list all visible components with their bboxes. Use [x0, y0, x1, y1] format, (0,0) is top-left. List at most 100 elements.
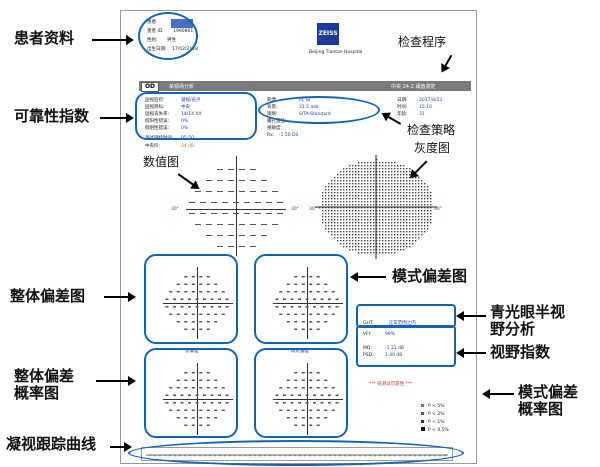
- grayscale-cell: [418, 234, 420, 236]
- deviation-cell: [203, 402, 206, 404]
- grayscale-cell: [403, 204, 405, 206]
- grayscale-cell: [361, 213, 363, 215]
- grayscale-cell: [373, 210, 375, 212]
- grayscale-cell: [373, 180, 375, 182]
- grayscale-cell: [412, 240, 414, 242]
- grayscale-cell: [331, 186, 333, 188]
- grayscale-cell: [331, 192, 333, 194]
- deviation-cell: [316, 291, 320, 293]
- grayscale-cell: [424, 225, 426, 227]
- grayscale-cell: [364, 240, 366, 242]
- reliability-ring: [135, 92, 257, 140]
- grayscale-cell: [385, 201, 387, 203]
- grayscale-cell: [364, 195, 366, 197]
- deviation-cell: [206, 276, 210, 278]
- grayscale-cell: [409, 231, 411, 233]
- grayscale-cell: [421, 198, 423, 200]
- grayscale-cell: [331, 228, 333, 230]
- grayscale-cell: [334, 219, 336, 221]
- grayscale-cell: [337, 201, 339, 203]
- grayscale-cell: [355, 192, 357, 194]
- grayscale-cell: [406, 228, 408, 230]
- grayscale-cell: [370, 216, 372, 218]
- grayscale-cell: [358, 195, 360, 197]
- callout-patient-info: 患者资料: [14, 29, 75, 47]
- grayscale-cell: [358, 186, 360, 188]
- numeric-map-cell: [216, 234, 223, 236]
- grayscale-cell: [385, 198, 387, 200]
- grayscale-cell: [427, 222, 429, 224]
- grayscale-cell: [361, 192, 363, 194]
- grayscale-cell: [337, 186, 339, 188]
- grayscale-cell: [370, 252, 372, 254]
- deviation-cell: [180, 306, 184, 308]
- deviation-cell: [176, 283, 180, 285]
- grayscale-cell: [325, 219, 327, 221]
- grayscale-cell: [412, 195, 414, 197]
- numeric-map-cell: [222, 201, 228, 203]
- grayscale-cell: [394, 198, 396, 200]
- grayscale-cell: [415, 207, 417, 209]
- grayscale-cell: [373, 207, 375, 209]
- grayscale-cell: [391, 180, 393, 182]
- grayscale-cell: [397, 198, 399, 200]
- grayscale-cell: [382, 243, 384, 245]
- grayscale-map: 30° 30°: [301, 151, 451, 261]
- grayscale-cell: [382, 234, 384, 236]
- grayscale-cell: [385, 216, 387, 218]
- grayscale-cell: [358, 252, 360, 254]
- deviation-cell: [169, 313, 173, 315]
- grayscale-cell: [400, 237, 402, 239]
- grayscale-cell: [355, 180, 357, 182]
- grayscale-cell: [376, 159, 378, 161]
- numeric-map-cell: [249, 179, 256, 181]
- deviation-cell: [275, 402, 279, 404]
- deviation-cell: [199, 409, 203, 411]
- grayscale-cell: [424, 219, 426, 221]
- deviation-cell: [324, 313, 328, 315]
- grayscale-cell: [385, 231, 387, 233]
- grayscale-cell: [325, 186, 327, 188]
- grayscale-cell: [349, 243, 351, 245]
- grayscale-cell: [421, 207, 423, 209]
- grayscale-cell: [391, 210, 393, 212]
- grayscale-cell: [352, 222, 354, 224]
- grayscale-cell: [406, 204, 408, 206]
- grayscale-cell: [403, 219, 405, 221]
- deviation-cell: [206, 321, 210, 323]
- grayscale-cell: [352, 192, 354, 194]
- grayscale-cell: [403, 243, 405, 245]
- grayscale-cell: [364, 210, 366, 212]
- grayscale-cell: [355, 231, 357, 233]
- grayscale-cell: [373, 228, 375, 230]
- numeric-map-cell: [260, 179, 267, 181]
- deviation-cell: [283, 306, 286, 308]
- deviation-cell: [298, 306, 301, 308]
- grayscale-cell: [346, 243, 348, 245]
- grayscale-cell: [370, 207, 372, 209]
- deviation-cell: [316, 409, 320, 411]
- grayscale-cell: [340, 186, 342, 188]
- deviation-cell: [305, 306, 309, 308]
- grayscale-cell: [361, 243, 363, 245]
- numeric-map-cell: [260, 234, 267, 236]
- deviation-cell: [191, 283, 195, 285]
- grayscale-cell: [388, 231, 390, 233]
- total-deviation-caption: 总偏差: [185, 349, 199, 354]
- deviation-cell: [173, 298, 176, 300]
- grayscale-cell: [403, 177, 405, 179]
- grayscale-cell: [427, 204, 429, 206]
- deviation-cell: [214, 321, 218, 323]
- grayscale-cell: [337, 216, 339, 218]
- hospital-name: Beijing Tiantan Hospital: [309, 50, 363, 55]
- grayscale-cell: [364, 246, 366, 248]
- grayscale-cell: [373, 252, 375, 254]
- grayscale-cell: [391, 198, 393, 200]
- grayscale-cell: [364, 165, 366, 167]
- deviation-cell: [290, 298, 294, 300]
- grayscale-cell: [358, 171, 360, 173]
- numeric-map-cell: [205, 179, 212, 181]
- grayscale-cell: [343, 192, 345, 194]
- grayscale-cell: [400, 210, 402, 212]
- grayscale-cell: [376, 204, 378, 206]
